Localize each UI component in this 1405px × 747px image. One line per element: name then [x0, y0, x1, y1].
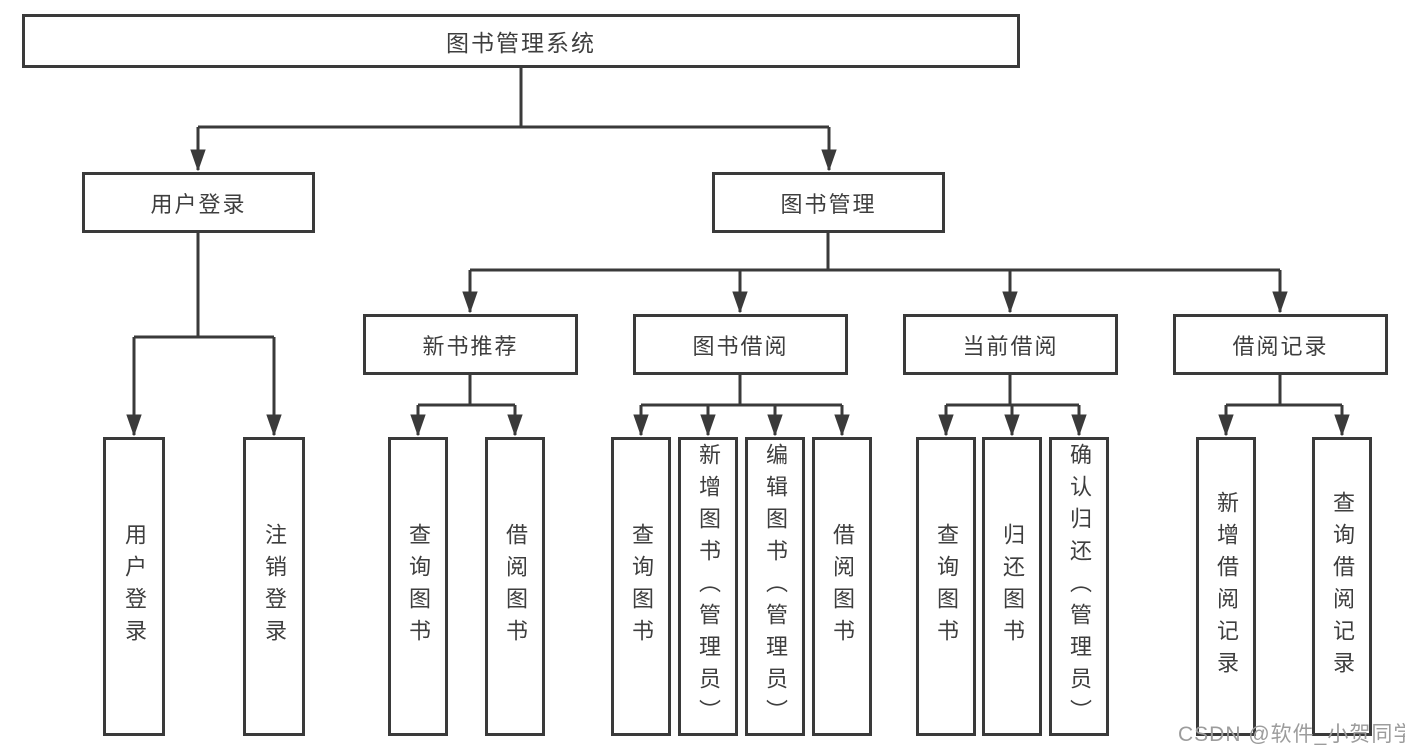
node-library-management-system: 图书管理系统 — [22, 14, 1020, 68]
leaf-return-books: 归还图书 — [982, 437, 1042, 736]
leaf-logout: 注销登录 — [243, 437, 305, 736]
node-book-borrowing: 图书借阅 — [633, 314, 848, 375]
node-new-book-recommend: 新书推荐 — [363, 314, 578, 375]
leaf-confirm-return-admin: 确认归还（管理员） — [1049, 437, 1109, 736]
leaf-borrow-books-2: 借阅图书 — [812, 437, 872, 736]
leaf-add-books-admin: 新增图书（管理员） — [678, 437, 738, 736]
leaf-query-books-3: 查询图书 — [916, 437, 976, 736]
node-book-management: 图书管理 — [712, 172, 945, 233]
leaf-query-books-2: 查询图书 — [611, 437, 671, 736]
node-user-login: 用户登录 — [82, 172, 315, 233]
leaf-query-borrow-record: 查询借阅记录 — [1312, 437, 1372, 736]
leaf-user-login: 用户登录 — [103, 437, 165, 736]
csdn-watermark: CSDN @软件_小贺同学 — [1178, 723, 1405, 746]
leaf-borrow-books-1: 借阅图书 — [485, 437, 545, 736]
leaf-edit-books-admin: 编辑图书（管理员） — [745, 437, 805, 736]
node-borrowing-records: 借阅记录 — [1173, 314, 1388, 375]
node-current-borrowing: 当前借阅 — [903, 314, 1118, 375]
leaf-query-books-1: 查询图书 — [388, 437, 448, 736]
leaf-add-borrow-record: 新增借阅记录 — [1196, 437, 1256, 736]
